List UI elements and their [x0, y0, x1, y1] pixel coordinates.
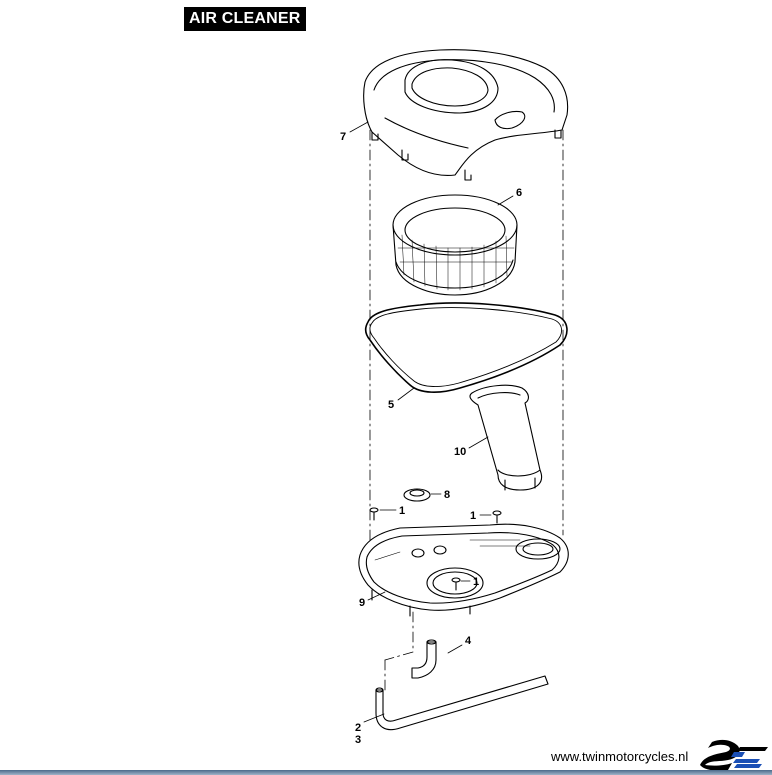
diagram-title: AIR CLEANER [184, 7, 306, 31]
filter-element [392, 194, 518, 296]
callout-7: 7 [340, 131, 346, 143]
screw [492, 510, 502, 524]
grommet [403, 488, 431, 502]
air-cleaner-cover [363, 49, 569, 181]
callout-3: 3 [355, 734, 361, 746]
elbow-hose [411, 639, 437, 679]
callout-2: 2 [355, 722, 361, 734]
gasket [364, 302, 568, 393]
screw [369, 507, 379, 521]
twin-motorcycles-logo [700, 739, 768, 771]
callout-4: 4 [465, 635, 472, 647]
callout-1-right-screw: 1 [470, 510, 476, 522]
intake-tube [469, 384, 543, 491]
callout-1-center-screw: 1 [473, 576, 479, 588]
backplate [358, 523, 569, 617]
alignment-lines [369, 129, 564, 691]
screw [451, 577, 461, 591]
breather-hose [375, 675, 549, 731]
callout-5: 5 [388, 399, 394, 411]
callout-10: 10 [454, 446, 466, 458]
callout-9: 9 [359, 597, 365, 609]
callout-6: 6 [516, 187, 522, 199]
callout-1-left-screw: 1 [399, 505, 405, 517]
callout-8: 8 [444, 489, 450, 501]
footer-website[interactable]: www.twinmotorcycles.nl [551, 749, 689, 764]
bottom-divider [0, 770, 772, 775]
leader-lines [349, 121, 514, 723]
